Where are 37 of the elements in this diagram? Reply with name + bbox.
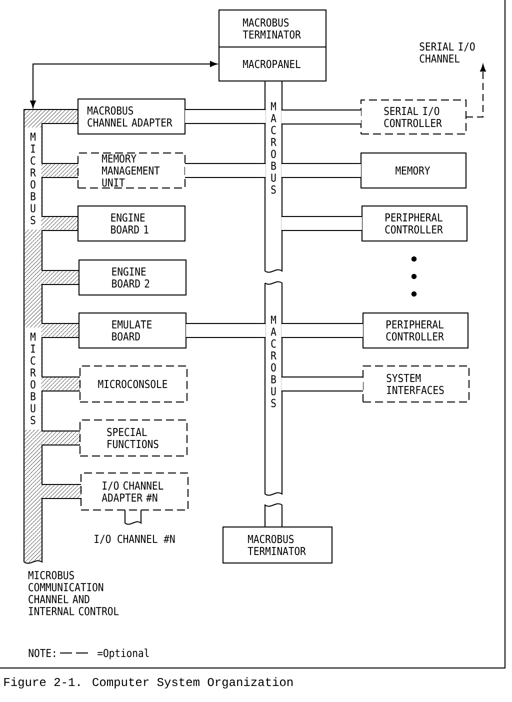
node-caption: MICROBUS COMMUNICATION CHANNEL AND INTERNAL CONTROL xyxy=(28,571,119,616)
double-line xyxy=(281,110,361,124)
block-box: PERIPHERAL CONTROLLER xyxy=(362,206,468,242)
node-label: MICROBUS xyxy=(30,132,36,224)
arrow xyxy=(30,61,218,108)
block-box: PERIPHERAL CONTROLLER xyxy=(362,312,468,348)
block-box: MACROPANEL xyxy=(218,46,326,82)
double-line xyxy=(185,163,266,178)
text-label: I/O CHANNEL #N xyxy=(94,534,175,544)
text-label: NOTE: xyxy=(28,648,55,658)
dashed-box: MICROCONSOLE xyxy=(80,366,188,402)
dashed-box: SYSTEM INTERFACES xyxy=(362,366,470,402)
double-line xyxy=(281,163,361,178)
block-box: ENGINE BOARD 1 xyxy=(78,206,186,242)
channel-label: SERIAL I/O CHANNEL xyxy=(420,42,475,63)
dashed-box: SPECIAL FUNCTIONS xyxy=(80,420,188,456)
block-box: MACROBUS TERMINATOR xyxy=(218,10,326,48)
dashed-box: I/O CHANNEL ADAPTER #N xyxy=(80,472,188,510)
double-line xyxy=(281,376,363,392)
node-label: MACROBUS xyxy=(270,102,276,194)
caption: Figure 2-1. Computer System Organization xyxy=(4,677,293,688)
block-box: MEMORY xyxy=(360,152,466,188)
double-line xyxy=(185,109,266,124)
block-box: MACROBUS TERMINATOR xyxy=(222,526,332,564)
double-line xyxy=(281,216,362,231)
double-line xyxy=(186,323,266,338)
hatched-bus: MICROBUS MICROBUS xyxy=(24,109,82,564)
block-box: MACROBUS CHANNEL ADAPTER xyxy=(78,98,186,134)
dashed-box: MEMORY MANAGEMENT UNIT xyxy=(78,152,186,188)
block-box: ENGINE BOARD 2 xyxy=(78,260,186,296)
dashed-arrow xyxy=(466,64,486,118)
bus-bar: MACROBUS MACROBUS xyxy=(264,80,282,528)
dashed-box: SERIAL I/O CONTROLLER xyxy=(360,100,466,134)
node-label: MICROBUS xyxy=(30,332,36,424)
double-line xyxy=(281,323,363,338)
legend-label: =Optional xyxy=(98,648,149,660)
block-box: EMULATE BOARD xyxy=(78,312,186,348)
